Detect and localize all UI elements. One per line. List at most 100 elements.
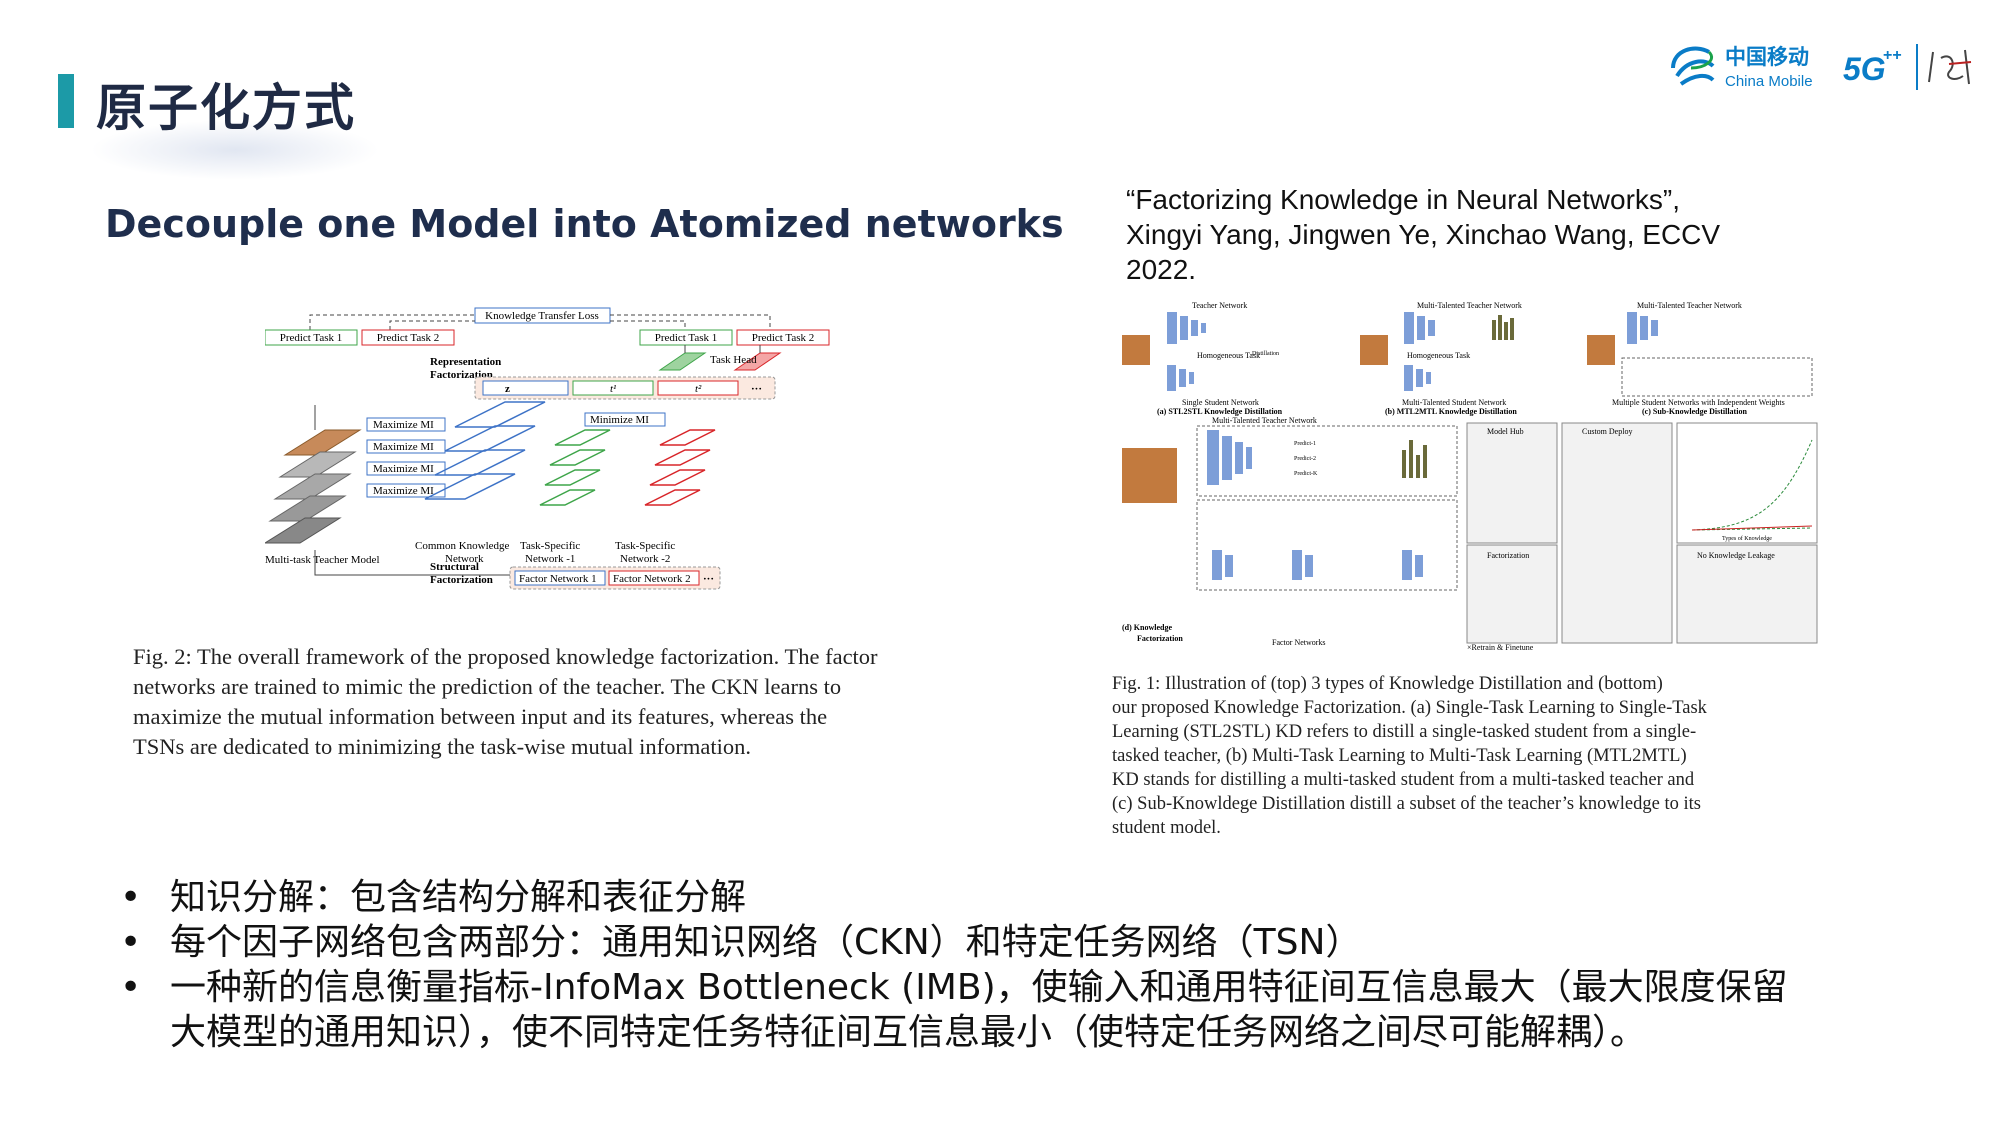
caption-line: tasked teacher, (b) Multi-Task Learning … <box>1112 746 1687 766</box>
calligraphy-mark-icon <box>1928 49 1972 85</box>
panel-d-caption: (d) Knowledge <box>1122 623 1172 632</box>
tsn2-label: Network -2 <box>620 553 670 565</box>
feature-t2-box <box>657 380 739 396</box>
predict-task-2-box <box>361 329 455 346</box>
bullet-item: • 知识分解：包含结构分解和表征分解 <box>120 875 1970 920</box>
predict-1-label: Predict-1 <box>1294 441 1316 447</box>
factor-networks-label: Factor Networks <box>1272 638 1326 647</box>
network-suffix: ++ <box>1883 47 1902 64</box>
predict-task-1-label: Predict Task 1 <box>655 332 718 344</box>
paper-citation: “Factorizing Knowledge in Neural Network… <box>1126 182 1846 287</box>
factorization-teacher-box <box>1196 425 1458 497</box>
predict-task-1-box <box>639 329 733 346</box>
structural-connector <box>314 550 510 576</box>
task-specific-network-1-stack <box>539 429 611 506</box>
predict-task-2-box <box>736 329 830 346</box>
panel-b-caption: (b) MTL2MTL Knowledge Distillation <box>1385 407 1517 416</box>
caption-line: student model. <box>1112 818 1221 838</box>
factor-network-1-box <box>514 570 606 586</box>
predict-task-2-label: Predict Task 2 <box>377 332 440 344</box>
panel-d-caption: Factorization <box>1137 634 1183 643</box>
caption-line: our proposed Knowledge Factorization. (a… <box>1112 698 1707 718</box>
types-of-knowledge-label: Types of Knowledge <box>1722 535 1772 542</box>
maximize-mi-group: Maximize MI Maximize MI Maximize MI Maxi… <box>366 417 446 498</box>
figure-2-diagram: Knowledge Transfer Loss Predict Task 1 P… <box>265 307 830 590</box>
dog-image <box>1587 335 1615 365</box>
caption-line: TSNs are dedicated to minimizing the tas… <box>133 734 751 759</box>
retrain-label: ×Retrain & Finetune <box>1467 643 1534 652</box>
caption-line: Learning (STL2STL) KD refers to distill … <box>1112 722 1697 742</box>
mt-student-label: Multi-Talented Student Network <box>1402 398 1506 407</box>
feature-ellipsis: ··· <box>751 383 762 395</box>
ckn-label: Common Knowledge <box>415 540 510 552</box>
mt-teacher-label: Multi-Talented Teacher Network <box>1212 416 1317 425</box>
factor-network-1-label: Factor Network 1 <box>519 573 597 585</box>
loss-connector <box>309 314 771 330</box>
feature-z-box <box>482 380 569 396</box>
factor-networks-box <box>1196 499 1458 591</box>
task-head-1 <box>658 352 707 371</box>
structural-factorization-label: Structural <box>430 561 479 573</box>
brand-en: China Mobile <box>1725 73 1813 90</box>
china-mobile-logo: 中国移动 China Mobile 5G ++ <box>1671 44 1972 90</box>
caption-line: (c) Sub-Knowldege Distillation distill a… <box>1112 794 1701 814</box>
minimize-mi-label: Minimize MI <box>590 414 649 426</box>
dog-image <box>1122 448 1177 503</box>
model-hub-box <box>1466 422 1558 544</box>
maximize-mi-label: Maximize MI <box>373 463 434 475</box>
slide-subtitle: Decouple one Model into Atomized network… <box>105 202 1064 246</box>
panel-c-caption: (c) Sub-Knowledge Distillation <box>1642 407 1747 416</box>
factorization-teacher-icon <box>1207 430 1252 485</box>
custom-deploy-label: Custom Deploy <box>1582 427 1632 436</box>
figure-2-caption: Fig. 2: The overall framework of the pro… <box>133 642 1013 762</box>
knowledge-plot-box <box>1676 422 1818 544</box>
maximize-mi-label: Maximize MI <box>373 441 434 453</box>
mt-teacher-icon <box>1404 312 1435 344</box>
bullet-text: 一种新的信息衡量指标-InfoMax Bottleneck (IMB)，使输入和… <box>170 967 1788 1008</box>
feature-t1-label: t¹ <box>610 383 616 395</box>
task-head-2 <box>733 352 782 371</box>
caption-line: networks are trained to mimic the predic… <box>133 674 842 699</box>
single-student-label: Single Student Network <box>1182 398 1259 407</box>
citation-line: 2022. <box>1126 254 1197 285</box>
bullet-marker: • <box>120 877 142 918</box>
predict-task-1-label: Predict Task 1 <box>280 332 343 344</box>
maximize-mi-label: Maximize MI <box>373 485 434 497</box>
homogeneous-task-label: Homogeneous Task <box>1197 351 1260 360</box>
factor-network-icons <box>1212 550 1423 580</box>
page-title: 原子化方式 <box>96 79 356 137</box>
teacher-network-label: Teacher Network <box>1192 301 1247 310</box>
task-specific-network-2-stack <box>644 429 716 506</box>
bar-chart-icon <box>1492 315 1514 340</box>
citation-line: “Factorizing Knowledge in Neural Network… <box>1126 184 1680 215</box>
student-network-icon <box>1167 365 1194 391</box>
loss-connector <box>389 320 686 330</box>
bullet-text: 知识分解：包含结构分解和表征分解 <box>170 877 747 918</box>
figure-1-caption: Fig. 1: Illustration of (top) 3 types of… <box>1112 672 1832 840</box>
tsn1-label: Task-Specific <box>520 540 580 552</box>
network-5g: 5G <box>1843 51 1886 87</box>
bullet-text: 每个因子网络包含两部分：通用知识网络（CKN）和特定任务网络（TSN） <box>170 922 1362 963</box>
dog-image <box>1360 335 1388 365</box>
factorization-box <box>1466 544 1558 644</box>
predict-task-2-label: Predict Task 2 <box>752 332 815 344</box>
sub-teacher-icon <box>1627 312 1658 344</box>
factor-ellipsis: ··· <box>703 573 714 585</box>
bullet-list: • 知识分解：包含结构分解和表征分解 • 每个因子网络包含两部分：通用知识网络（… <box>120 875 1970 1055</box>
bullet-text: 大模型的通用知识），使不同特定任务特征间互信息最小（使特定任务网络之间尽可能解耦… <box>170 1012 1647 1053</box>
multi-student-box <box>1621 357 1813 397</box>
predict-task-1-box <box>265 329 358 346</box>
mt-teacher-label: Multi-Talented Teacher Network <box>1637 301 1742 310</box>
distillation-label: Distillation <box>1252 351 1279 357</box>
caption-line: Fig. 2: The overall framework of the pro… <box>133 644 878 669</box>
dog-image <box>1122 335 1150 365</box>
common-knowledge-network-stack <box>424 401 546 500</box>
panel-a-caption: (a) STL2STL Knowledge Distillation <box>1157 407 1283 416</box>
knowledge-transfer-loss-label: Knowledge Transfer Loss <box>485 310 599 322</box>
figure-1-diagram: Teacher Network Homogeneous Task Distill… <box>1122 301 1818 652</box>
caption-line: KD stands for distilling a multi-tasked … <box>1112 770 1695 790</box>
title-glow <box>90 120 380 180</box>
mt-teacher-label: Multi-Talented Teacher Network <box>1417 301 1522 310</box>
mt-student-icon <box>1404 365 1431 391</box>
china-mobile-mark-icon <box>1671 46 1715 86</box>
